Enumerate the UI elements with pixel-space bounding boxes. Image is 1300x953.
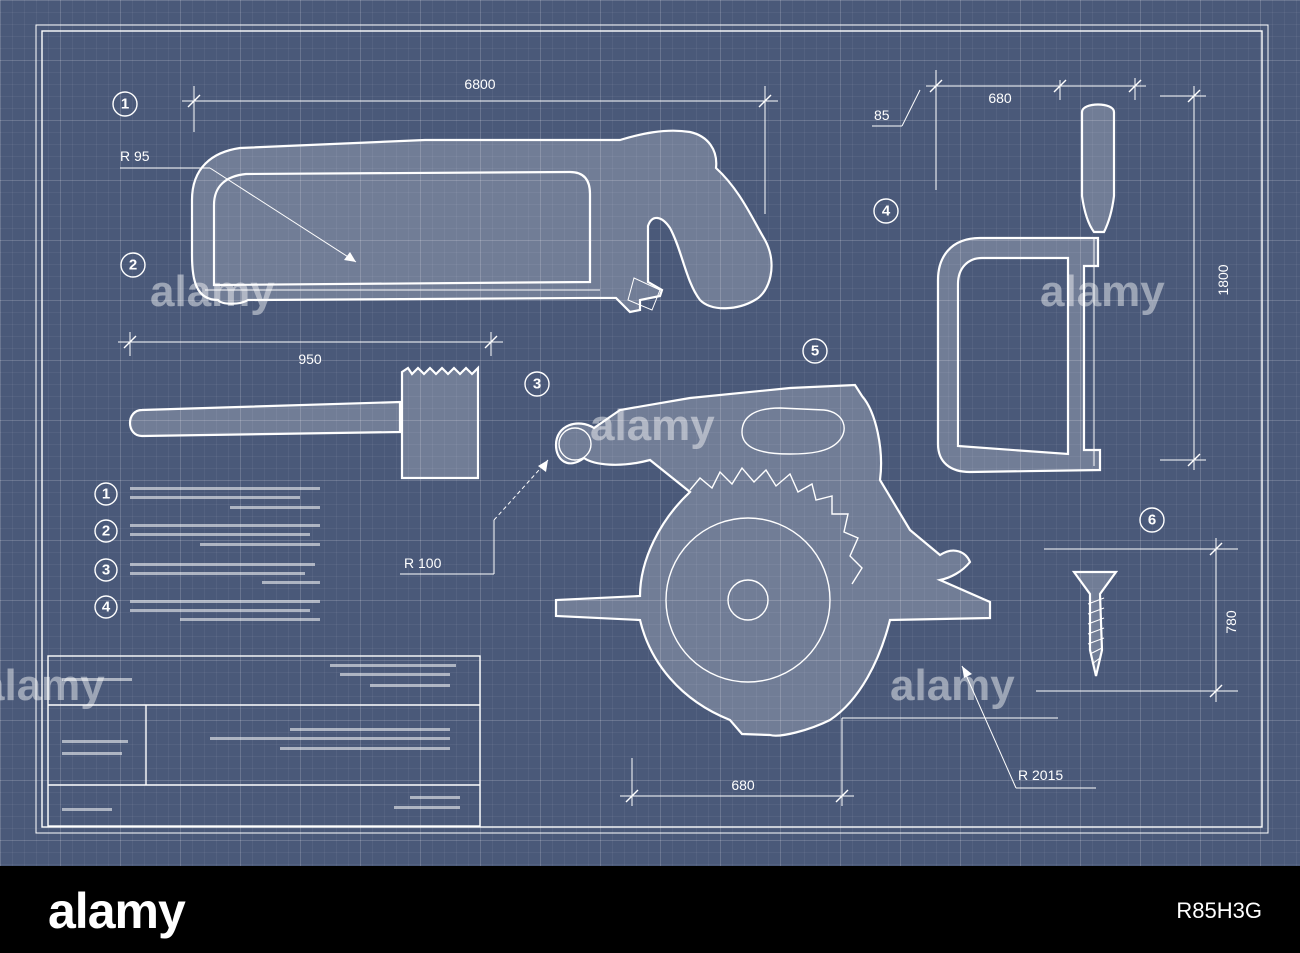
svg-text:3: 3 xyxy=(102,562,110,579)
watermarks: alamy alamy alamy alamy alamy xyxy=(0,267,1165,710)
watermark: alamy xyxy=(890,661,1015,710)
dim-680-coping-label: 680 xyxy=(988,90,1012,106)
svg-text:1: 1 xyxy=(102,486,110,503)
circular-saw-knob xyxy=(558,427,592,461)
dim-r95-label: R 95 xyxy=(120,148,150,164)
svg-text:3: 3 xyxy=(533,376,541,393)
dimension-coping-height: 1800 xyxy=(1160,86,1231,470)
dimension-handle-length: 950 xyxy=(118,332,503,367)
dimension-frame-radius: R 95 xyxy=(120,148,357,263)
watermark: alamy xyxy=(150,267,275,316)
hacksaw-drawing xyxy=(190,129,773,314)
svg-text:6: 6 xyxy=(1148,512,1156,529)
dimension-hacksaw-length: 6800 xyxy=(182,76,778,214)
circular-saw-blade-teeth xyxy=(689,466,863,585)
screw-thread xyxy=(1087,597,1105,665)
dim-950-label: 950 xyxy=(298,351,322,367)
watermark: alamy xyxy=(0,661,105,710)
footer-bar: alamy R85H3G xyxy=(0,866,1300,953)
circular-saw-drawing xyxy=(554,383,992,737)
legend-item-1: 1 xyxy=(94,482,320,509)
svg-text:1: 1 xyxy=(121,96,129,113)
circular-saw-arbor xyxy=(727,579,769,621)
dimension-coping-width: 680 85 xyxy=(872,70,1146,190)
image-id-label: R85H3G xyxy=(1176,898,1262,923)
dimension-screw-height: 780 xyxy=(1036,538,1239,702)
legend-item-3: 3 xyxy=(94,558,320,584)
callout-5: 5 xyxy=(802,338,828,364)
dim-85-label: 85 xyxy=(874,107,890,123)
dim-780-label: 780 xyxy=(1223,610,1239,634)
dim-r2015-label: R 2015 xyxy=(1018,767,1063,783)
callout-4: 4 xyxy=(873,198,899,224)
circular-saw-body xyxy=(554,383,992,737)
svg-text:2: 2 xyxy=(129,257,137,274)
callout-2: 2 xyxy=(120,252,146,278)
callout-3: 3 xyxy=(524,371,550,397)
coping-saw-drawing xyxy=(936,103,1116,474)
inner-frame xyxy=(41,30,1263,828)
hammer-handle xyxy=(128,400,402,438)
watermark: alamy xyxy=(1040,267,1165,316)
callout-1: 1 xyxy=(112,91,138,117)
hammer-head xyxy=(400,365,480,480)
dim-680-circular-label: 680 xyxy=(731,777,755,793)
svg-text:4: 4 xyxy=(882,203,891,220)
callout-6: 6 xyxy=(1139,507,1165,533)
legend-item-4: 4 xyxy=(94,595,320,621)
title-block xyxy=(47,655,481,827)
dim-6800-label: 6800 xyxy=(464,76,495,92)
legend-item-2: 2 xyxy=(94,519,320,546)
blueprint-drawing: 6800 R 95 950 R 100 xyxy=(0,24,1269,834)
svg-text:5: 5 xyxy=(811,343,819,360)
dim-1800-label: 1800 xyxy=(1215,264,1231,295)
dimension-circular-width: 680 xyxy=(620,717,1058,806)
circular-saw-blade xyxy=(665,517,831,683)
dimension-saw-radius: R 100 xyxy=(400,459,549,575)
dim-r100-label: R 100 xyxy=(404,555,442,571)
watermark: alamy xyxy=(590,401,715,450)
blueprint-sheet: 6800 R 95 950 R 100 xyxy=(0,0,1300,866)
hacksaw-frame xyxy=(190,129,773,314)
hammer-drawing xyxy=(128,365,480,480)
coping-saw-handle xyxy=(1080,103,1116,234)
dimension-circular-radius: R 2015 xyxy=(961,665,1096,789)
screw-drawing xyxy=(1071,570,1119,677)
hacksaw-wing-nut xyxy=(627,277,661,311)
circular-saw-grip xyxy=(741,407,845,455)
coping-saw-frame xyxy=(936,236,1102,474)
screw-body xyxy=(1071,570,1119,677)
svg-text:4: 4 xyxy=(102,599,111,616)
svg-text:2: 2 xyxy=(102,523,110,540)
alamy-logo: alamy xyxy=(48,883,186,939)
outer-frame xyxy=(35,24,1269,834)
